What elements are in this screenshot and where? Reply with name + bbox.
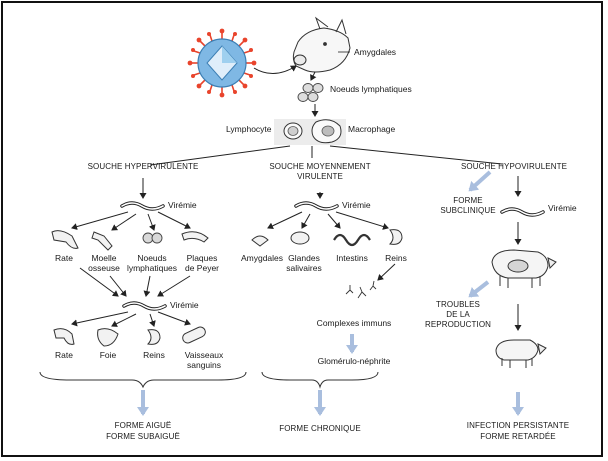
title-moyennement-1: SOUCHE MOYENNEMENT (269, 162, 371, 171)
label-foie: Foie (99, 350, 117, 360)
lymphocyte-icon (283, 122, 303, 140)
outcome-forme-subaigue: FORME SUBAIGUË (106, 432, 180, 441)
outcome-forme-chronique: FORME CHRONIQUE (279, 424, 361, 433)
virus-icon (187, 28, 257, 98)
title-moyennement-2: VIRULENTE (297, 172, 343, 181)
label-reins-moyen: Reins (385, 253, 407, 263)
outcome-forme-retardee: FORME RETARDÉE (480, 432, 556, 441)
kidney-icon-2 (388, 229, 403, 245)
label-viremie-moyen: Virémie (342, 200, 371, 210)
tonsil-icon (251, 235, 269, 247)
outcome-infection-persistante: INFECTION PERSISTANTE (466, 421, 570, 430)
intestine-icon (333, 233, 371, 247)
bracket-moyen (261, 371, 379, 389)
label-de-la: DE LA (446, 310, 470, 319)
title-hypervirulente: SOUCHE HYPERVIRULENTE (87, 162, 199, 171)
diagram-frame (1, 1, 603, 457)
spleen-icon-2 (53, 328, 75, 345)
label-viremie-hyper-2: Virémie (170, 300, 199, 310)
title-hypovirulente: SOUCHE HYPOVIRULENTE (460, 162, 568, 171)
kidney-icon (146, 329, 161, 345)
lymph-node-icon (297, 83, 324, 102)
spleen-icon (51, 230, 79, 249)
immune-complex-icon (345, 280, 377, 299)
label-subclinique: SUBCLINIQUE (440, 206, 496, 215)
pig-head-icon (292, 16, 351, 73)
liver-icon (97, 328, 119, 347)
label-viremie-hypo: Virémie (548, 203, 577, 213)
label-noeuds-lymphatiques: Noeuds lymphatiques (330, 84, 412, 94)
label-troubles: TROUBLES (436, 300, 480, 309)
label-forme-1: FORME (453, 196, 483, 205)
intestine-patch-icon (181, 231, 209, 243)
label-rate-2: Rate (55, 350, 73, 360)
label-rate-1: Rate (55, 253, 73, 263)
label-amygdales: Amygdales (354, 47, 397, 57)
label-lymphocyte: Lymphocyte (226, 124, 272, 134)
outcome-forme-aigue: FORME AIGUË (114, 421, 172, 430)
piglet-icon (495, 339, 547, 368)
label-vaisseaux-sanguins: Vaisseaux sanguins (184, 350, 224, 370)
label-reins-hyper: Reins (143, 350, 165, 360)
bone-icon (91, 231, 113, 251)
label-intestins: Intestins (336, 253, 368, 263)
vessel-tube-icon (182, 326, 206, 344)
bracket-hyper (39, 371, 247, 389)
salivary-gland-icon (290, 231, 310, 245)
label-amygdales-moyen: Amygdales (240, 253, 284, 263)
label-viremie-hyper-1: Virémie (168, 200, 197, 210)
label-noeuds-lymphatiques-hyper: Noeuds lymphatiques (126, 253, 178, 273)
label-glomerulo-nephrite: Glomérulo-néphrite (317, 356, 391, 366)
lymph-node-icon (142, 232, 163, 244)
label-reproduction: REPRODUCTION (424, 320, 492, 329)
label-moelle-osseuse: Moelle osseuse (88, 253, 120, 273)
label-glandes-salivaires: Glandes salivaires (286, 253, 322, 273)
label-plaques-de-peyer: Plaques de Peyer (184, 253, 220, 273)
pregnant-sow-icon (491, 249, 557, 288)
label-macrophage: Macrophage (348, 124, 396, 134)
macrophage-icon (311, 119, 342, 144)
label-complexes-immuns: Complexes immuns (316, 318, 392, 328)
